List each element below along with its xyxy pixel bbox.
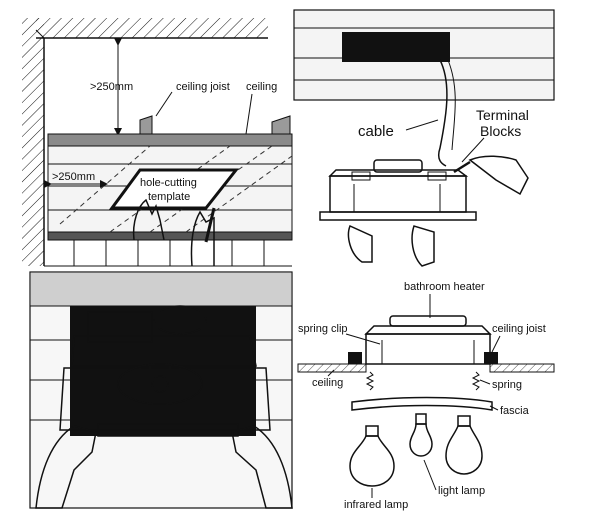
template-label-1: hole-cutting (140, 177, 197, 189)
spring-left (365, 371, 375, 391)
upper-slab (36, 18, 268, 38)
ceiling-label: ceiling (246, 81, 277, 93)
heater-motor (373, 159, 423, 173)
hand-screwdriver (468, 155, 529, 196)
dim-vertical-label: >250mm (90, 81, 133, 93)
spring-right (471, 371, 481, 391)
hand-right (190, 210, 215, 267)
ceiling-hole (70, 306, 256, 436)
hand-hold-left (347, 224, 373, 263)
assembly-ceiling-label: ceiling (312, 377, 343, 389)
ceiling-board-top (47, 133, 293, 147)
fan-wheel (117, 363, 203, 405)
heater-body (329, 175, 467, 213)
hand-mount-left (35, 425, 97, 509)
infrared-lamp-right (445, 415, 483, 475)
hand-left (132, 198, 165, 241)
spring-clip-label: spring clip (298, 323, 348, 335)
terminal-label-1: Terminal (476, 107, 529, 123)
fascia-panel (351, 396, 493, 411)
joist-label: ceiling joist (176, 81, 230, 93)
panel-assembly: bathroom heater spring clip ceiling jois… (297, 281, 555, 511)
light-lamp-label: light lamp (438, 485, 485, 497)
panel-wiring: cable Terminal Blocks (293, 9, 555, 267)
joist-block-right (484, 352, 498, 364)
dim-horizontal-label: >250mm (52, 171, 95, 183)
pencil (204, 207, 216, 243)
heater-junction-box (87, 311, 153, 343)
ceiling-right (489, 363, 555, 373)
panel-mounting (29, 271, 293, 509)
fascia-label: fascia (500, 405, 530, 417)
hole-cutting-template (109, 168, 240, 210)
hand-mount-right (231, 425, 293, 509)
ceiling-left (297, 363, 367, 373)
screwdriver (453, 160, 471, 174)
heater-frame (59, 367, 271, 431)
template-label-2: template (148, 191, 190, 203)
joist-block-left (348, 352, 362, 364)
infrared-lamp-left (349, 425, 395, 487)
heater-blower (153, 305, 207, 335)
wall (22, 18, 44, 266)
cable-label: cable (358, 123, 394, 140)
panel-template: >250mm ceiling joist ceiling >250mm hole… (22, 18, 293, 267)
power-cable (437, 59, 448, 167)
ceiling-opening (342, 32, 450, 62)
assembly-motor (389, 315, 467, 327)
joist-left (139, 115, 153, 135)
heater-flange (319, 211, 477, 221)
hand-hold-right (411, 225, 435, 267)
spring-label: spring (492, 379, 522, 391)
heater-label: bathroom heater (404, 281, 485, 293)
terminal-label-2: Blocks (480, 123, 521, 139)
heater-frame-top (71, 335, 257, 367)
assembly-heater-body (365, 333, 491, 365)
assembly-joist-label: ceiling joist (492, 323, 546, 335)
infrared-lamp-label: infrared lamp (344, 499, 408, 511)
light-lamp (409, 413, 433, 457)
